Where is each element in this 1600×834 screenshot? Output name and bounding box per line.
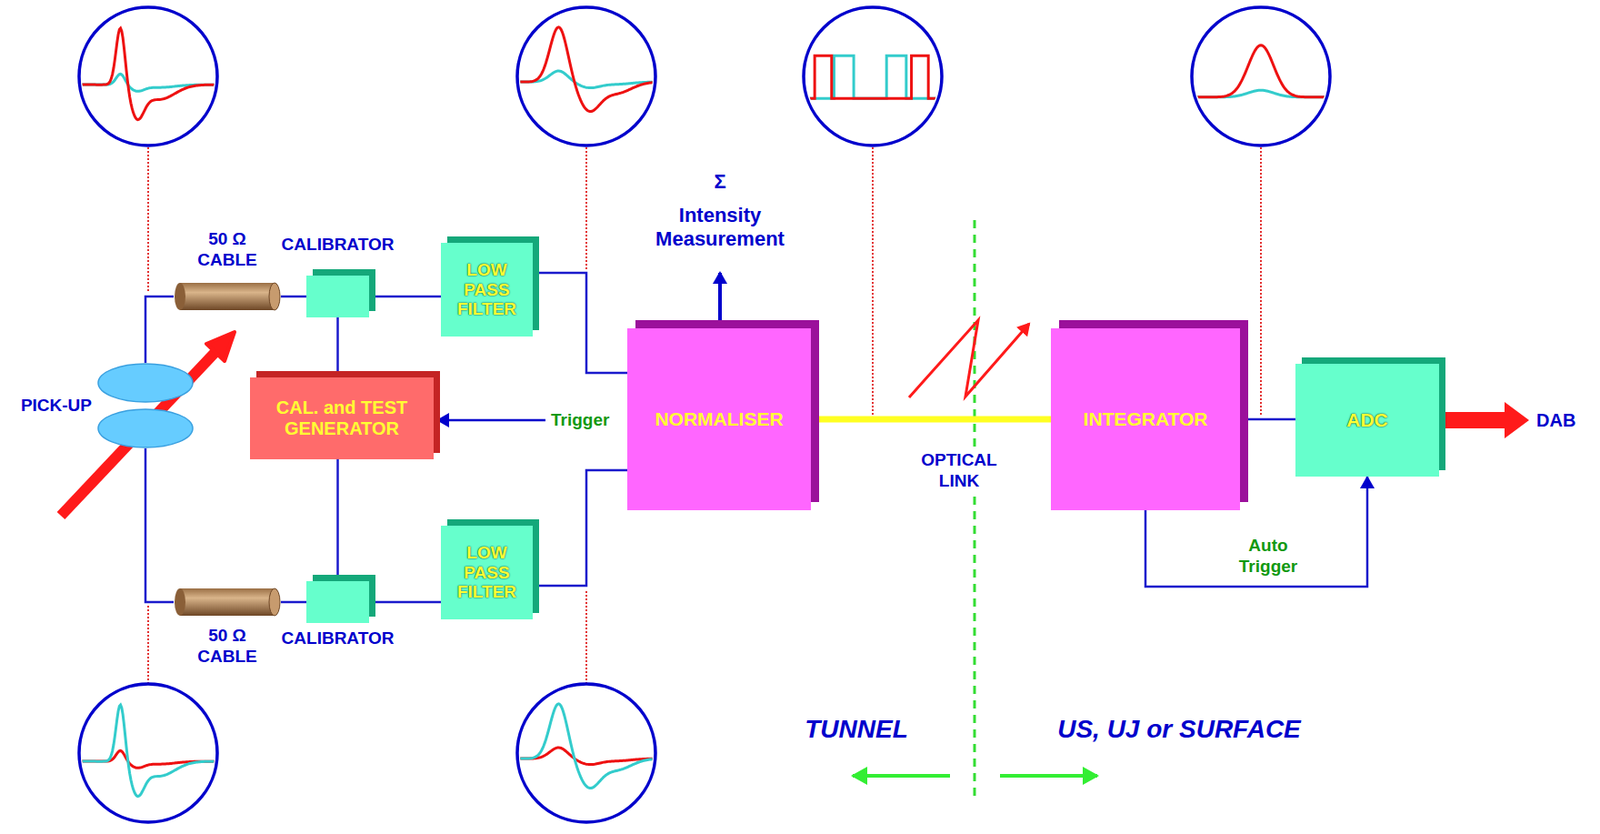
process-box: ADC — [1295, 363, 1440, 477]
signal-wire — [369, 600, 441, 604]
scope-screen — [517, 683, 656, 822]
cable-body — [173, 587, 281, 617]
cable-jacket — [180, 588, 275, 616]
process-box: INTEGRATOR — [1050, 328, 1240, 510]
process-box: CAL. and TEST GENERATOR — [250, 377, 434, 460]
pickup-electrode: PICK-UP — [97, 362, 194, 449]
waveform — [79, 704, 218, 797]
box-label: CAL. and TEST GENERATOR — [264, 397, 420, 440]
waveform — [803, 55, 942, 99]
leader-line — [585, 147, 588, 270]
edge-label: OPTICAL LINK — [907, 449, 1011, 493]
signal-wire — [336, 459, 340, 581]
signal-trace — [79, 28, 218, 120]
scope-screen — [79, 683, 218, 822]
output-arrow — [1439, 401, 1530, 439]
part-label: CALIBRATOR — [281, 234, 395, 256]
cable-end — [269, 282, 280, 310]
output-arrow — [718, 272, 722, 326]
boundary-line — [973, 220, 977, 796]
signal-trace — [803, 55, 942, 99]
leader-line — [871, 147, 874, 415]
signal-trace — [79, 704, 218, 797]
scope-displays — [79, 7, 1330, 822]
leader-lines — [148, 147, 1261, 684]
signal-wire — [532, 470, 628, 586]
box-label: ADC — [1346, 409, 1389, 431]
cable-end — [174, 588, 186, 616]
scope-screen — [79, 7, 218, 146]
beam-arrow — [60, 351, 216, 516]
cable-end — [269, 588, 280, 616]
signal-wire — [532, 272, 628, 373]
process-box: LOW PASS FILTER — [440, 242, 533, 337]
process-box: NORMALISER — [627, 328, 811, 510]
scope-screen — [517, 7, 656, 146]
signal-wire — [1240, 418, 1296, 421]
link-bolt — [909, 320, 1030, 398]
beam-arrow-head — [206, 331, 235, 361]
pickup-plates — [97, 362, 194, 449]
signal-label: Trigger — [550, 410, 610, 431]
box-label: LOW PASS FILTER — [450, 260, 524, 320]
note-label: DAB — [1536, 409, 1576, 431]
leader-line — [147, 147, 150, 293]
process-box: LOW PASS FILTER — [440, 525, 533, 620]
signal-trace — [517, 27, 656, 112]
cable-jacket — [180, 282, 275, 310]
signal-wire — [336, 317, 340, 378]
part-label: PICK-UP — [20, 395, 92, 417]
signal-wire — [280, 295, 307, 299]
cable-body — [173, 281, 281, 311]
note-label: Σ — [713, 170, 726, 194]
note-label: Intensity Measurement — [629, 203, 811, 252]
coax-cable: 50 Ω CABLE — [173, 587, 281, 617]
signal-wire — [145, 296, 174, 363]
region-label: US, UJ or SURFACE — [1057, 713, 1301, 745]
waveform — [79, 28, 218, 120]
edge-label: Auto Trigger — [1220, 534, 1316, 579]
signal-wire — [280, 600, 307, 604]
box-label: LOW PASS FILTER — [450, 542, 524, 603]
cable-end — [174, 282, 186, 310]
leader-line — [1260, 147, 1262, 417]
signal-trace — [79, 73, 218, 91]
signal-wire — [369, 295, 441, 299]
leader-line — [147, 605, 150, 684]
leader-line — [585, 589, 588, 684]
part-label: 50 Ω CABLE — [186, 625, 269, 668]
region-label: TUNNEL — [804, 713, 909, 745]
trigger-arrow — [438, 419, 546, 422]
signal-trace — [79, 750, 218, 768]
waveform — [517, 27, 656, 112]
direction-arrow — [852, 773, 950, 778]
waveform — [1191, 45, 1330, 98]
part-label: CALIBRATOR — [281, 628, 395, 650]
signal-trace — [1191, 45, 1330, 98]
signal-trace — [803, 55, 942, 99]
scope-screen — [803, 7, 942, 146]
coax-cable: 50 Ω CABLE — [173, 281, 281, 311]
signal-trace — [517, 703, 656, 789]
calibrator-box: CALIBRATOR — [306, 580, 370, 623]
box-label: INTEGRATOR — [1083, 408, 1209, 430]
calibrator-box: CALIBRATOR — [306, 275, 370, 318]
waveform — [517, 703, 656, 789]
pickup-plate — [98, 409, 193, 448]
scope-screen — [1191, 7, 1330, 146]
box-label: NORMALISER — [654, 408, 783, 430]
pickup-plate — [98, 363, 193, 402]
optical-link — [810, 416, 1051, 423]
direction-arrow — [1000, 773, 1098, 778]
signal-wire — [145, 448, 174, 602]
part-label: 50 Ω CABLE — [186, 229, 269, 271]
